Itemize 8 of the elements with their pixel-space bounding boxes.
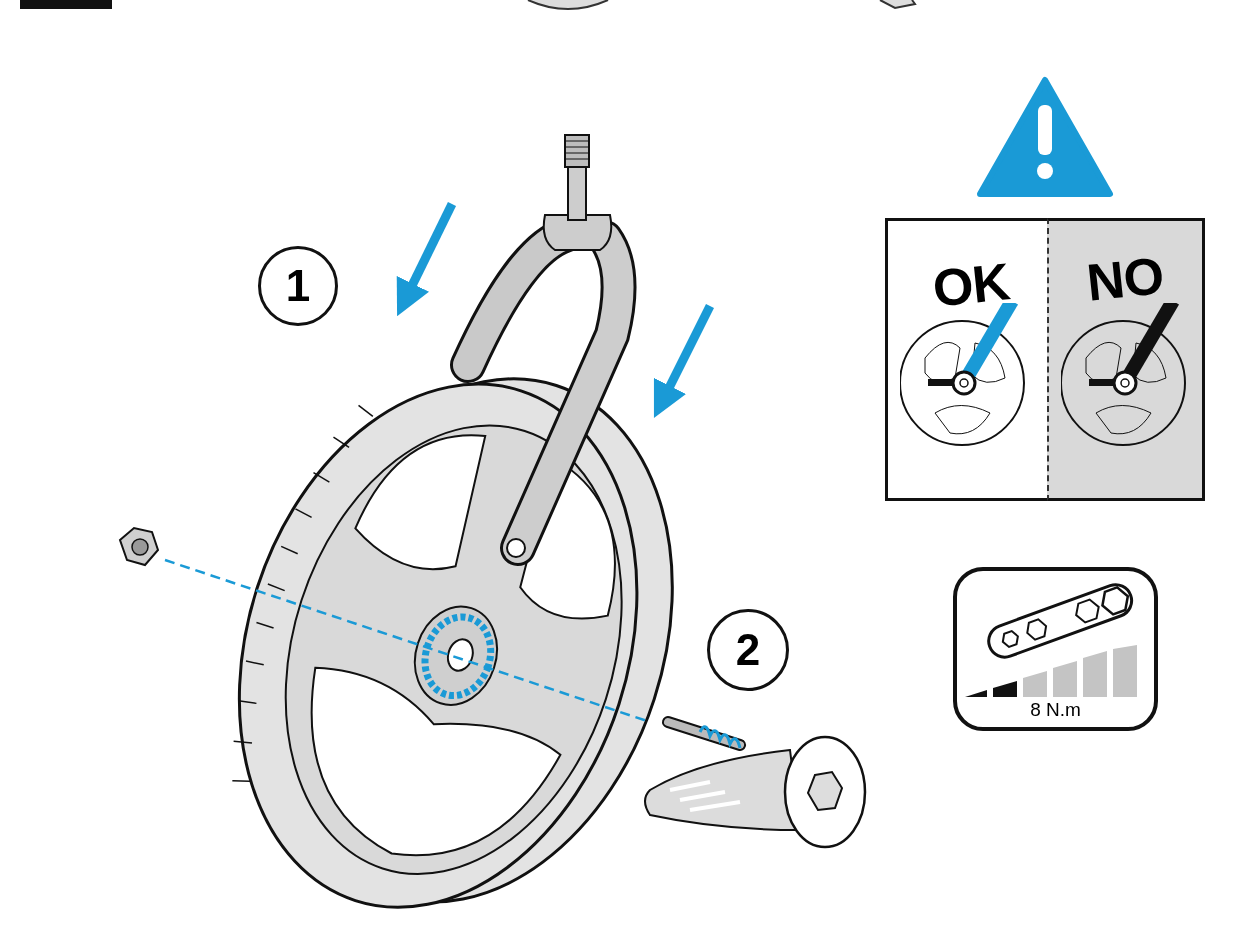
status-label: OK (930, 255, 1012, 315)
step-number: 1 (285, 264, 311, 308)
torque-value: 8 N.m (1029, 700, 1082, 719)
step-number: 2 (735, 628, 761, 672)
torque-panel (953, 567, 1158, 731)
correct-example-panel (885, 218, 1047, 501)
status-label: NO (1084, 249, 1166, 309)
wrong-example-panel (1047, 218, 1205, 501)
